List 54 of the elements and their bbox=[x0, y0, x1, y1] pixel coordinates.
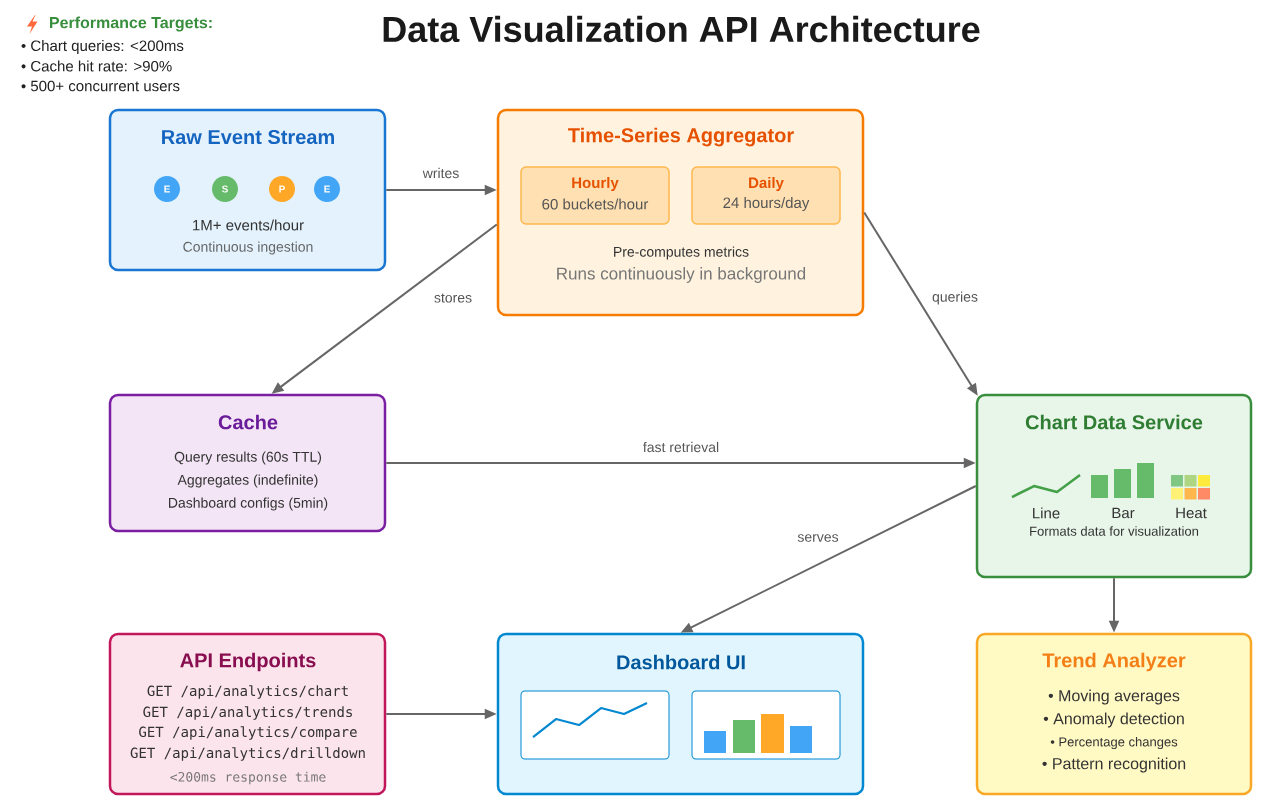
box-text: Pre-computes metrics bbox=[614, 246, 749, 260]
service-box bbox=[975, 393, 1253, 579]
box-note: Runs continuously in background bbox=[557, 267, 806, 283]
service-box bbox=[108, 632, 387, 796]
list-item: • Cache hit rate: >90% bbox=[21, 60, 172, 72]
box-text: 1M+ events/hour bbox=[193, 219, 304, 231]
service-box bbox=[108, 108, 387, 272]
list-item: • Moving averages bbox=[1048, 689, 1180, 705]
list-item: • Anomaly detection bbox=[1043, 712, 1184, 728]
list-item: • 500+ concurrent users bbox=[21, 80, 180, 92]
box-text: Query results (60s TTL) bbox=[174, 451, 321, 465]
section-heading: Performance Targets: bbox=[50, 16, 212, 32]
box-title: API Endpoints bbox=[180, 652, 316, 672]
metric-title: Hourly bbox=[572, 177, 619, 191]
box-text: Formats data for visualization bbox=[1030, 526, 1199, 536]
endpoint-text: GET /api/analytics/trends bbox=[143, 706, 352, 720]
box-title: Cache bbox=[218, 414, 278, 430]
box-title: Dashboard UI bbox=[617, 654, 745, 670]
icon-caption: Line bbox=[1033, 507, 1060, 519]
service-box bbox=[975, 632, 1253, 796]
box-note: <200ms response time bbox=[170, 771, 326, 785]
box-title: Trend Analyzer bbox=[1042, 652, 1186, 672]
list-item: • Percentage changes bbox=[1050, 736, 1178, 750]
edge-label: stores bbox=[431, 291, 475, 305]
box-title: Chart Data Service bbox=[1025, 414, 1203, 430]
diagram-title: Data Visualization API Architecture bbox=[383, 15, 980, 43]
box-title: Raw Event Stream bbox=[162, 129, 334, 145]
endpoint-text: GET /api/analytics/chart bbox=[147, 685, 348, 699]
metric-text: 24 hours/day bbox=[723, 197, 810, 211]
list-item: • Chart queries: <200ms bbox=[21, 40, 184, 54]
service-box bbox=[496, 108, 865, 317]
icon-caption: Heat bbox=[1176, 507, 1207, 519]
edge-label: fast retrieval bbox=[640, 439, 722, 455]
endpoint-text: GET /api/analytics/drilldown bbox=[130, 747, 365, 761]
service-box bbox=[108, 393, 387, 533]
box-text: Dashboard configs (5min) bbox=[169, 497, 328, 511]
letter-badge: E bbox=[314, 176, 340, 202]
letter-badge: P bbox=[269, 176, 295, 202]
edge-label: queries bbox=[930, 289, 980, 307]
metric-title: Daily bbox=[749, 177, 784, 191]
metric-text: 60 buckets/hour bbox=[542, 198, 649, 210]
letter-badge: E bbox=[154, 176, 180, 202]
letter-badge: S bbox=[212, 176, 238, 202]
metric-box bbox=[520, 166, 670, 225]
icon-caption: Bar bbox=[1112, 507, 1135, 519]
edge-label: writes bbox=[420, 165, 462, 181]
box-title: Time-Series Aggregator bbox=[568, 127, 794, 147]
edge-label: serves bbox=[795, 532, 841, 544]
list-item: • Pattern recognition bbox=[1042, 757, 1186, 773]
endpoint-text: GET /api/analytics/compare bbox=[139, 726, 357, 740]
service-box bbox=[496, 632, 865, 796]
metric-box bbox=[691, 166, 841, 225]
box-note: Continuous ingestion bbox=[183, 241, 313, 255]
box-text: Aggregates (indefinite) bbox=[177, 474, 318, 488]
